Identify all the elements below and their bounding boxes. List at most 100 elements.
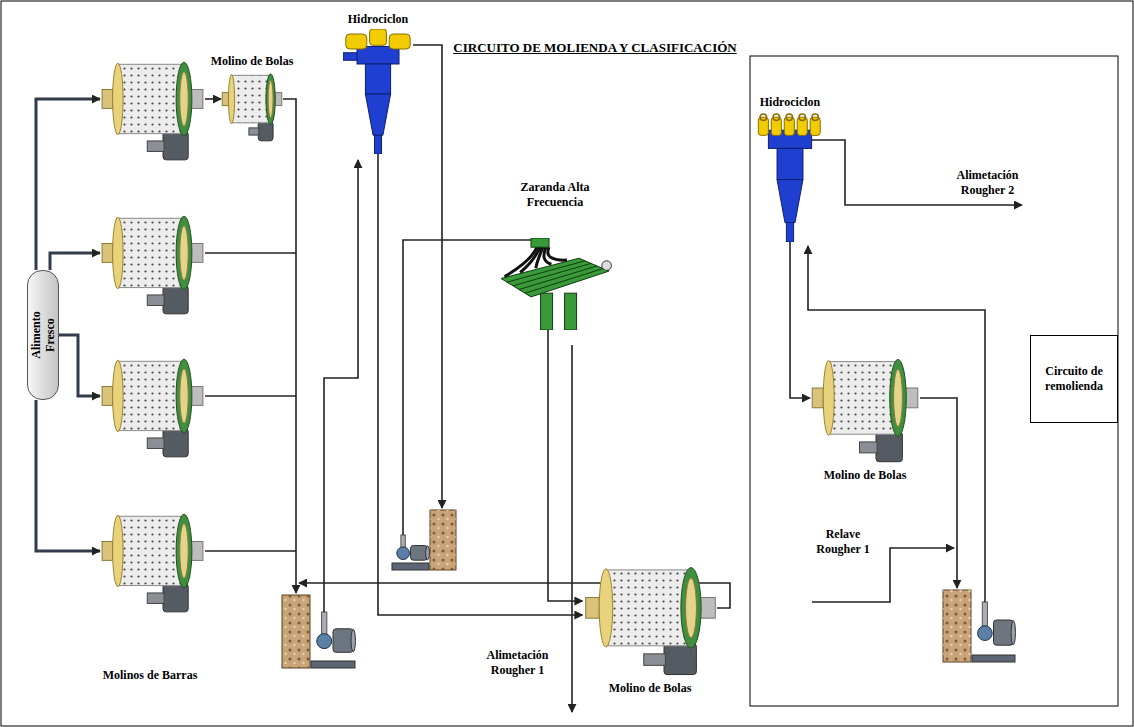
node-label: Hidrociclon bbox=[760, 95, 820, 110]
mill-symbol-part bbox=[268, 80, 273, 117]
mill-symbol-part bbox=[147, 141, 164, 152]
mill-symbol-part bbox=[585, 598, 599, 619]
mill-symbol-part bbox=[102, 244, 113, 263]
node-label: Molino de Bolas bbox=[211, 54, 294, 69]
high-frequency-screen-symbol-part bbox=[519, 266, 597, 290]
flow-line bbox=[50, 253, 100, 270]
ball-mill: Molino de Bolas bbox=[209, 54, 296, 143]
pump-symbol-part bbox=[392, 563, 429, 570]
pump-symbol-part bbox=[426, 546, 430, 560]
mill-symbol-part bbox=[812, 388, 823, 408]
node-label: Alimento Fresco bbox=[29, 295, 57, 375]
node-label: Molino de Bolas bbox=[609, 681, 692, 696]
high-frequency-screen-symbol-part bbox=[541, 293, 553, 330]
flow-line bbox=[205, 395, 296, 397]
mill-symbol-part bbox=[176, 216, 192, 290]
flow-line bbox=[571, 345, 573, 712]
pump-symbol-part bbox=[411, 546, 428, 561]
hydrocyclone-symbol-part bbox=[365, 94, 390, 135]
hydrocyclone-symbol-part bbox=[343, 53, 358, 61]
flow-line bbox=[324, 160, 358, 612]
pump-symbol-part bbox=[972, 655, 1015, 662]
connectors bbox=[378, 154, 810, 615]
ball-mill: Molino de Bolas bbox=[810, 355, 920, 483]
mill-symbol bbox=[585, 568, 715, 675]
high-frequency-screen-symbol-part bbox=[507, 261, 585, 282]
sump-symbol bbox=[430, 510, 456, 570]
hydrocyclone: Hidrociclon bbox=[343, 12, 413, 154]
high-frequency-screen-symbol-part bbox=[548, 247, 567, 260]
regrind-frame bbox=[750, 56, 1118, 706]
sump-symbol-part bbox=[282, 595, 310, 668]
mill-symbol bbox=[812, 359, 918, 461]
mill-symbol-part bbox=[222, 93, 228, 106]
mill-symbol-part bbox=[894, 369, 903, 426]
equipment-icon bbox=[810, 355, 920, 465]
mill-symbol-part bbox=[147, 593, 164, 604]
mill-symbol-part bbox=[119, 218, 182, 287]
sump-symbol-part bbox=[430, 510, 456, 570]
mill-symbol-part bbox=[685, 578, 696, 638]
node-label: Hidrociclon bbox=[348, 12, 408, 27]
hydrocyclone-symbol-part bbox=[346, 34, 367, 49]
hydrocyclone-symbol-part bbox=[375, 135, 382, 154]
stream-label: Alimetación Rougher 2 bbox=[940, 168, 1035, 198]
mill-symbol-part bbox=[113, 360, 124, 431]
pump-symbol bbox=[311, 612, 355, 668]
mill-symbol-part bbox=[860, 442, 878, 453]
mill-symbol-part bbox=[119, 361, 182, 430]
ball-mill: Molino de Bolas bbox=[583, 563, 718, 696]
diagram-title: CIRCUITO DE MOLIENDA Y CLASIFICACIÓN bbox=[420, 40, 770, 55]
flow-line bbox=[205, 98, 221, 100]
mill-symbol bbox=[102, 62, 203, 160]
hydrocyclone-symbol-part bbox=[370, 29, 387, 45]
high-frequency-screen-symbol-part bbox=[602, 261, 612, 271]
flow-connector bbox=[548, 330, 583, 601]
process-box: Circuito de remolienda bbox=[1030, 335, 1118, 423]
pump-symbol bbox=[972, 602, 1015, 662]
mill-symbol-part bbox=[823, 361, 834, 436]
mill-symbol bbox=[102, 216, 203, 314]
pump-symbol-part bbox=[994, 620, 1014, 645]
hydrocyclone-cluster-symbol-part bbox=[760, 114, 766, 120]
flow-lines bbox=[36, 45, 1022, 712]
equipment-icon bbox=[495, 238, 615, 330]
sump-symbol bbox=[282, 595, 310, 668]
group-label: Molinos de Barras bbox=[80, 668, 220, 683]
mill-symbol-part bbox=[113, 515, 124, 586]
screen: Zaranda Alta Frecuencia bbox=[495, 180, 615, 330]
mill-symbol-part bbox=[176, 62, 192, 136]
pump-symbol-part bbox=[351, 629, 355, 651]
flow-line bbox=[812, 548, 954, 602]
hydrocyclone-symbol bbox=[343, 29, 410, 154]
stream-label: Alimetación Rougher 1 bbox=[470, 648, 565, 678]
mill-symbol-part bbox=[113, 63, 124, 134]
mill-symbol-part bbox=[119, 218, 182, 287]
hydrocyclone-cluster-symbol-part bbox=[773, 114, 779, 120]
hydrocyclone-symbol-part bbox=[389, 34, 410, 49]
mill-symbol-part bbox=[119, 516, 182, 585]
flow-line bbox=[808, 246, 985, 602]
sump-symbol-part bbox=[943, 590, 971, 662]
pump-symbol-part bbox=[1011, 621, 1015, 645]
mill-symbol-part bbox=[180, 524, 188, 579]
pump-symbol-part bbox=[317, 634, 332, 649]
hydrocyclone-cluster-symbol-part bbox=[786, 114, 792, 120]
flow-line bbox=[205, 252, 296, 254]
mill-symbol-part bbox=[119, 64, 182, 133]
high-frequency-screen-symbol-part bbox=[525, 269, 603, 294]
mill-symbol-part bbox=[680, 568, 700, 649]
mill-symbol-part bbox=[228, 75, 234, 124]
mill-symbol-part bbox=[180, 369, 188, 424]
hydrocyclone-symbol-part bbox=[365, 64, 390, 94]
flow-connector bbox=[790, 242, 810, 398]
hydrocyclone-cluster-symbol-part bbox=[777, 180, 803, 223]
mill-symbol bbox=[102, 514, 203, 612]
flow-line bbox=[205, 550, 296, 552]
mill-symbol-part bbox=[232, 75, 269, 123]
